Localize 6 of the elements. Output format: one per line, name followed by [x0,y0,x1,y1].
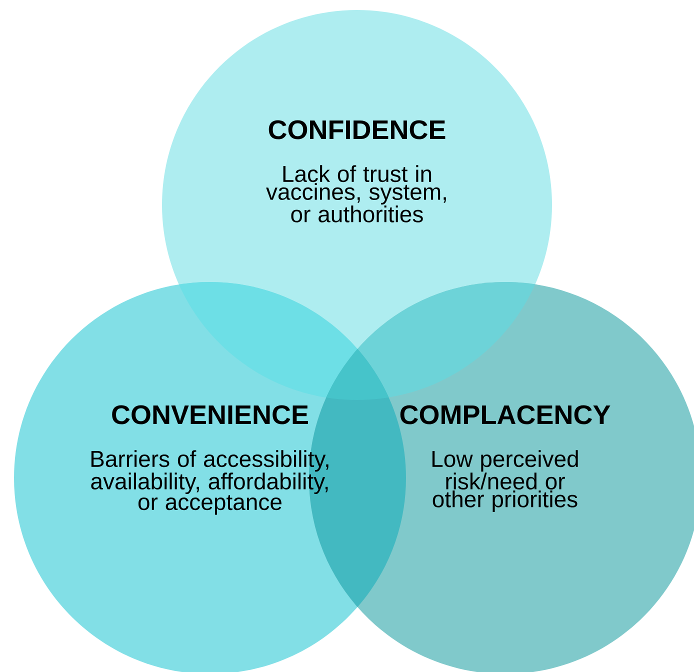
heading: CONVENIENCE [112,405,308,424]
description: Lack of trust in vaccines, system, or authorities [266,165,446,222]
heading: COMPLACENCY [400,405,610,424]
description: Barriers of accessibility, availability, affordability, or acceptance [91,450,328,515]
heading: CONFIDENCE [268,120,446,140]
description: Low perceived risk/need or other priorities [432,450,578,512]
